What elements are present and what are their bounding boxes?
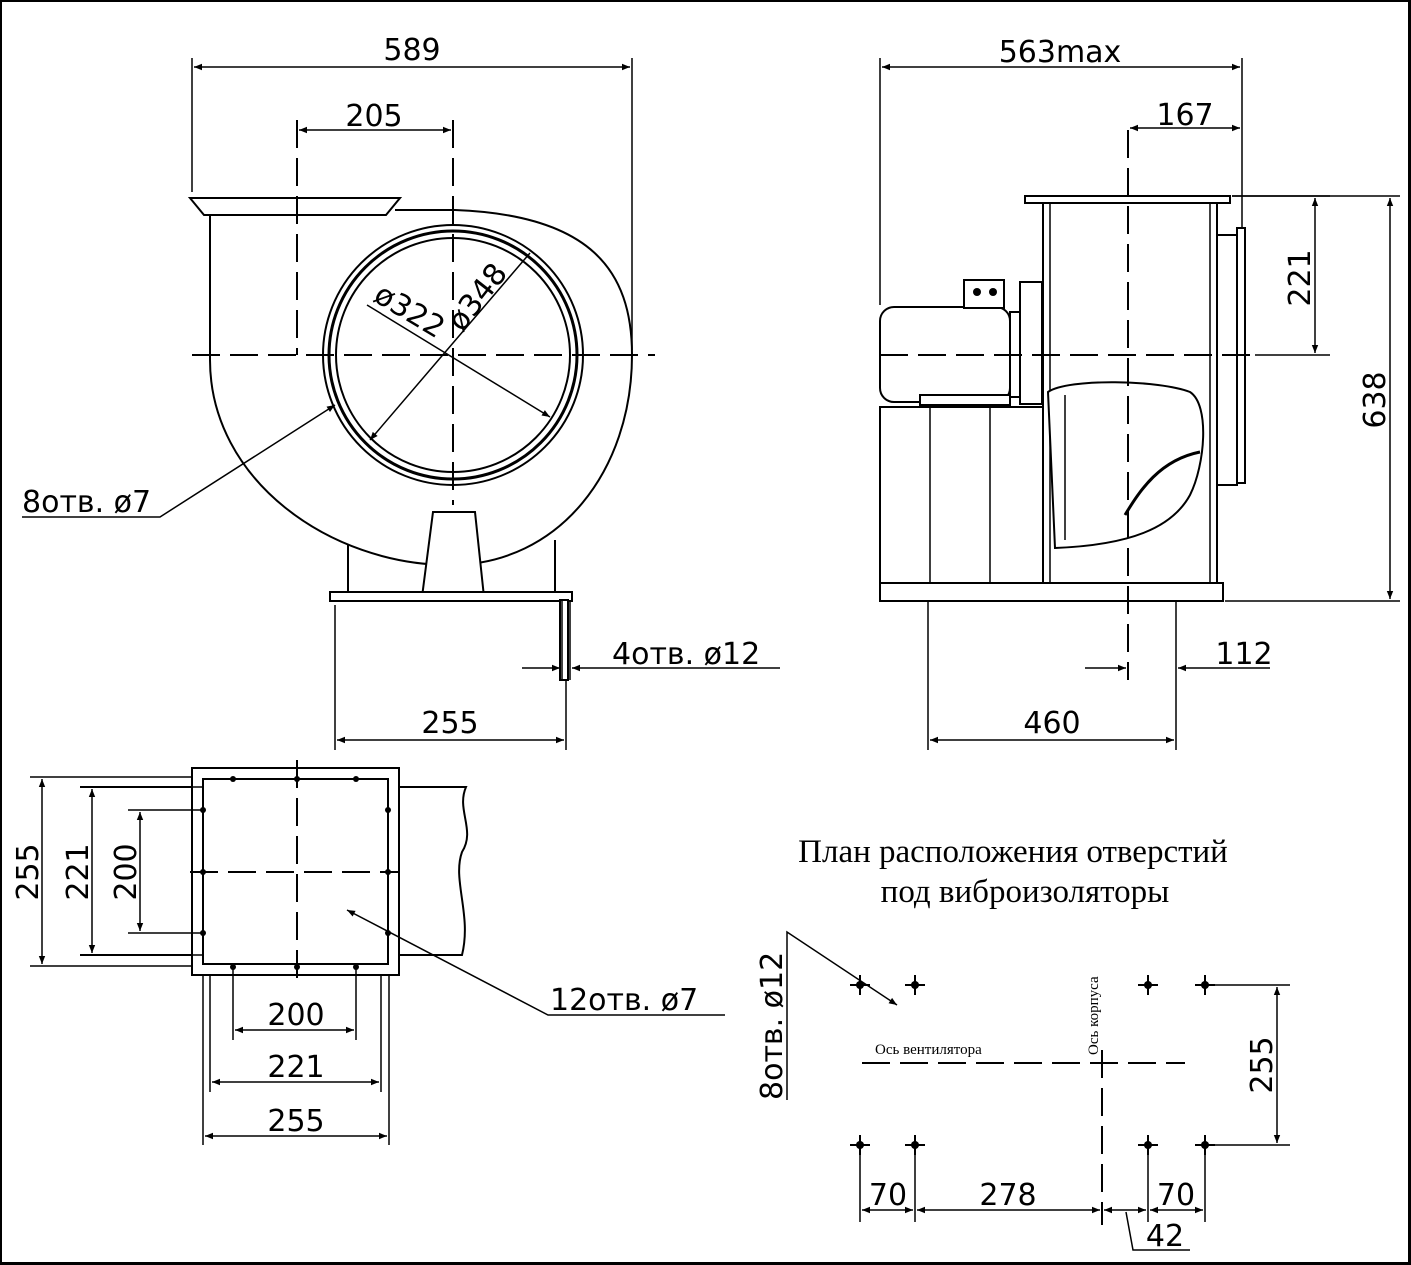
base-offset-label: 112 [1215, 637, 1272, 672]
plan-spacing-left-label: 70 [869, 1178, 907, 1213]
plan-spacing-mid-label: 278 [979, 1178, 1036, 1213]
fan-axis-label: Ось вентилятора [875, 1042, 982, 1058]
dim-205-label: 205 [345, 99, 402, 134]
motor-mount [1019, 281, 1043, 405]
flange-hole-markers [200, 776, 391, 970]
flange-inner-h-label: 200 [267, 998, 324, 1033]
terminal-bolt [973, 288, 981, 296]
plan-spacing-v-label: 255 [1245, 1036, 1280, 1093]
plan-axis-offset-label: 42 [1146, 1219, 1184, 1254]
overall-height-label: 638 [1358, 371, 1393, 428]
support-pedestal [420, 511, 486, 598]
impeller-blade [1123, 450, 1201, 516]
flange-mid-v-label: 221 [61, 843, 96, 900]
flange-mid-h-label: 221 [267, 1050, 324, 1085]
side-base [879, 582, 1224, 602]
motor-terminal-box [963, 279, 1005, 309]
plan-holes-label: 8отв. ø12 [755, 952, 790, 1100]
terminal-bolt [989, 288, 997, 296]
dim-42-leader [1125, 1211, 1190, 1251]
overall-length-label: 563max [999, 35, 1122, 70]
impeller [1046, 381, 1205, 550]
base-hole-section [559, 599, 569, 681]
inlet-holes-label: 8отв. ø7 [22, 485, 151, 520]
hole-plan: План расположения отверстий под виброизо… [755, 834, 1290, 1254]
motor-feet [919, 394, 1011, 406]
outlet-flange [187, 197, 403, 216]
outlet-height-label: 221 [1283, 249, 1318, 306]
side-inlet-collar [1216, 234, 1238, 486]
inlet-holes-leader [22, 404, 336, 518]
flange-outer-v-label: 255 [11, 843, 46, 900]
hole-plan-title-line2: под виброизоляторы [881, 874, 1170, 910]
diameter-348-leader [369, 252, 531, 441]
base-width-label: 255 [421, 706, 478, 741]
diameter-322-leader [366, 304, 551, 418]
plan-hole-dots [856, 981, 1209, 1149]
base-holes-label: 4отв. ø12 [612, 637, 760, 672]
front-view: 589 205 ø322 ø348 8отв. ø7 4отв. ø12 255 [22, 33, 780, 750]
side-view: 563max 167 221 638 112 460 [879, 35, 1400, 750]
flange-outer-h-label: 255 [267, 1104, 324, 1139]
base-plate [329, 591, 573, 602]
body-axis-label: Ось корпуса [1086, 976, 1102, 1055]
flange-holes-label: 12отв. ø7 [550, 983, 698, 1018]
plan-spacing-right-label: 70 [1157, 1178, 1195, 1213]
flange-view: 255 221 200 200 221 255 12отв. ø7 [11, 760, 725, 1145]
outlet-offset-label: 167 [1156, 98, 1213, 133]
flange-holes-leader [346, 909, 725, 1016]
side-outlet-flange [1024, 195, 1231, 204]
volute-casing [209, 209, 634, 567]
base-length-label: 460 [1023, 706, 1080, 741]
hole-plan-title-line1: План расположения отверстий [798, 834, 1228, 870]
duct-section [398, 786, 469, 956]
flange-inner-v-label: 200 [109, 843, 144, 900]
dim-589-label: 589 [383, 33, 440, 68]
